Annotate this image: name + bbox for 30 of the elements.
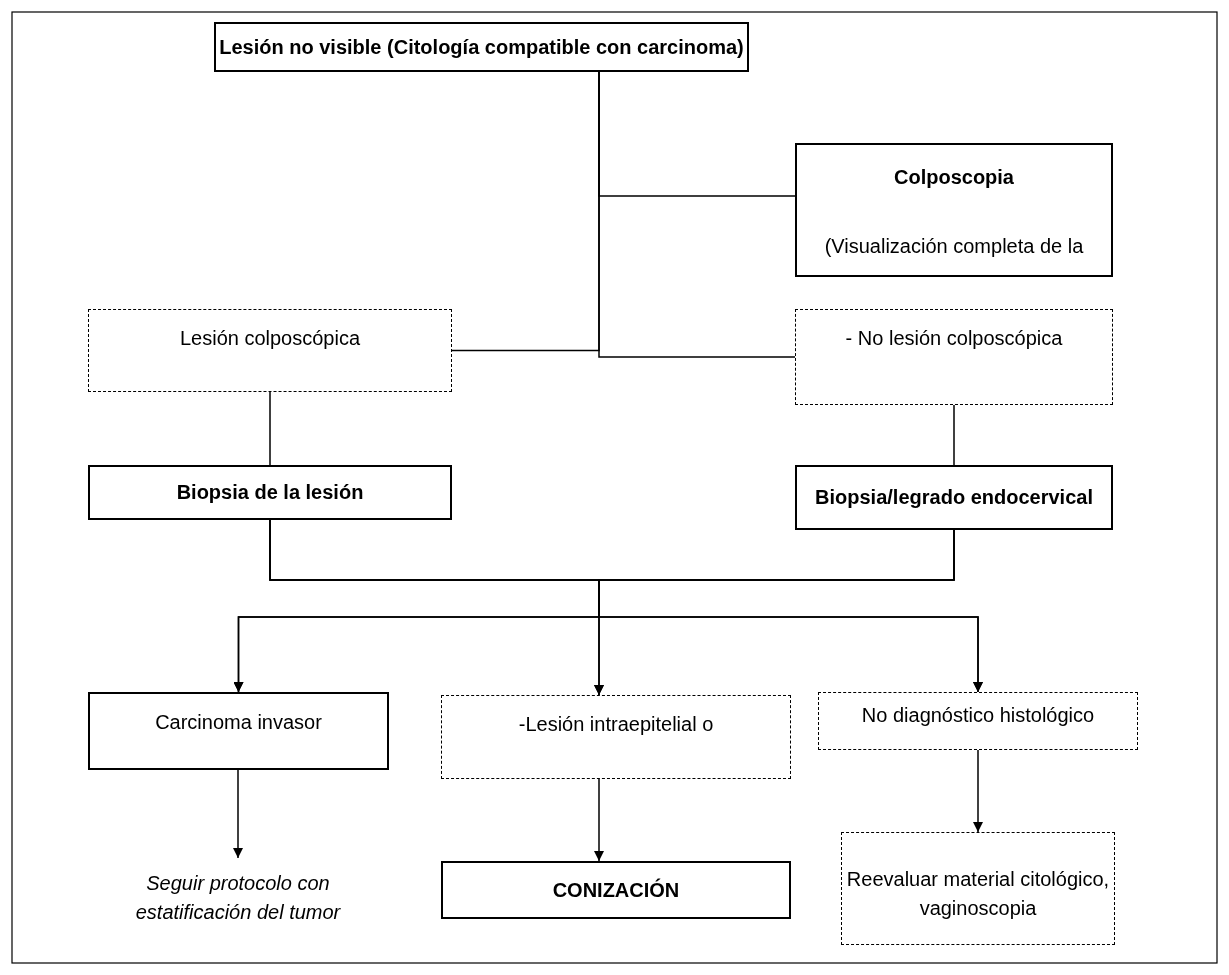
box-text: Lesión no visible (Citología compatible con carcinoma) [219,34,744,60]
box-text: Carcinoma invasor [155,710,322,735]
connector-line [953,404,955,466]
process-box [214,22,749,72]
outcome-box [441,695,791,779]
outcome-box [818,692,1138,750]
arrow [594,778,604,862]
box-title: Colposcopia [894,165,1014,190]
box-text: -Lesión intraepitelial o [518,712,714,737]
box-text: Lesión colposcópica [179,326,361,351]
process-box [795,465,1113,530]
process-box [88,692,389,770]
process-box [795,143,1113,277]
connector-line [269,391,271,466]
box-text: Biopsia de la lesión [176,480,364,505]
outcome-box [88,309,452,392]
box-text: Biopsia/legrado endocervical [815,485,1093,510]
box-text: Reevaluar material citológico, vaginoscopia [845,866,1111,921]
box-text: - No lesión colposcópica [845,326,1063,351]
outcome-box [841,832,1115,945]
box-text: No diagnóstico histológico [861,703,1095,728]
outcome-box [795,309,1113,405]
process-box [441,861,791,919]
box-text: (Visualización completa de la [824,234,1084,259]
arrow [233,769,243,859]
box-text: CONIZACIÓN [552,877,680,903]
box-text: Seguir protocolo con estatificación del tumor [134,871,342,925]
process-box [88,465,452,520]
connector-line [598,71,796,358]
arrow [973,749,983,833]
